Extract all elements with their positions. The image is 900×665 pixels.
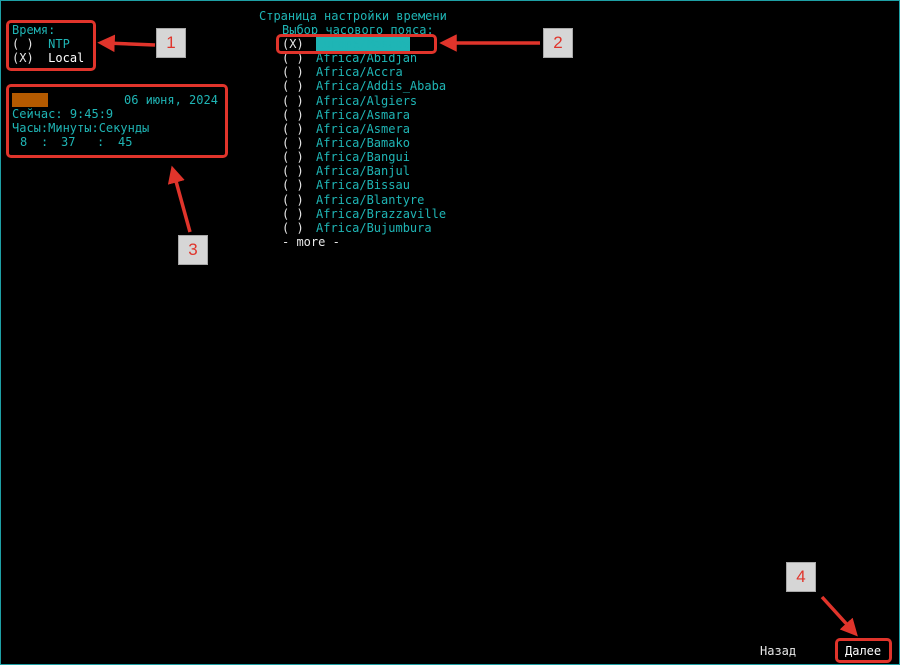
date-day-field[interactable] bbox=[12, 93, 48, 107]
timezone-radio[interactable]: ( ) bbox=[282, 164, 304, 179]
timezone-list: (X) Europe/Moscow ( ) Africa/Abidjan ( ) Af… bbox=[282, 37, 446, 249]
timezone-name: Africa/Bamako bbox=[316, 135, 410, 150]
timezone-item[interactable]: ( ) Africa/Brazzaville bbox=[282, 207, 446, 221]
local-radio[interactable]: (X) bbox=[12, 51, 34, 65]
callout-1: 1 bbox=[156, 28, 186, 58]
timezone-name: Africa/Bangui bbox=[316, 150, 410, 165]
timezone-radio[interactable]: ( ) bbox=[282, 79, 304, 94]
timezone-radio[interactable]: ( ) bbox=[282, 121, 304, 136]
timezone-name: Africa/Bissau bbox=[316, 178, 410, 193]
hms-label: Часы:Минуты:Секунды bbox=[12, 121, 150, 135]
timezone-radio[interactable]: ( ) bbox=[282, 51, 304, 66]
now-value: 9:45:9 bbox=[69, 107, 114, 121]
time-source-label: Время: bbox=[12, 23, 56, 37]
current-time-row: Сейчас: 9:45:9 bbox=[12, 107, 113, 121]
annotation-box-1 bbox=[6, 20, 96, 71]
callout-4: 4 bbox=[786, 562, 816, 592]
date-display: 06 июня, 2024 bbox=[124, 93, 218, 107]
annotation-box-2 bbox=[276, 34, 437, 54]
timezone-item[interactable]: ( ) Africa/Blantyre bbox=[282, 193, 446, 207]
timezone-item[interactable]: ( ) Africa/Bamako bbox=[282, 136, 446, 150]
arrow-1 bbox=[97, 34, 156, 53]
arrow-4 bbox=[820, 595, 858, 637]
timezone-name: Africa/Abidjan bbox=[316, 51, 418, 66]
timezone-name: Africa/Asmara bbox=[316, 107, 410, 122]
timezone-name: Africa/Addis_Ababa bbox=[316, 79, 447, 94]
timezone-item[interactable]: ( ) Africa/Bangui bbox=[282, 150, 446, 164]
local-label: Local bbox=[48, 51, 85, 65]
timezone-item[interactable]: ( ) Africa/Bissau bbox=[282, 178, 446, 192]
now-label: Сейчас: bbox=[12, 107, 63, 121]
ntp-radio[interactable]: ( ) bbox=[12, 37, 34, 51]
timezone-radio[interactable]: ( ) bbox=[282, 107, 304, 122]
next-button[interactable]: Далее bbox=[845, 644, 882, 658]
more-indicator[interactable]: - more - bbox=[282, 234, 340, 249]
seconds-field[interactable]: 45 bbox=[118, 135, 133, 149]
time-source-ntp[interactable]: ( ) NTP bbox=[12, 37, 70, 51]
time-separator: : bbox=[41, 135, 49, 149]
hours-field[interactable]: 8 bbox=[20, 135, 28, 149]
minutes-field[interactable]: 37 bbox=[61, 135, 76, 149]
page-title: Страница настройки времени bbox=[259, 9, 447, 23]
callout-2: 2 bbox=[543, 28, 573, 58]
timezone-item[interactable]: ( ) Africa/Addis_Ababa bbox=[282, 79, 446, 93]
ntp-label: NTP bbox=[48, 37, 70, 51]
timezone-item[interactable]: ( ) Africa/Algiers bbox=[282, 94, 446, 108]
timezone-radio[interactable]: ( ) bbox=[282, 135, 304, 150]
timezone-radio[interactable]: (X) bbox=[282, 37, 304, 51]
timezone-name: Africa/Banjul bbox=[316, 164, 410, 179]
annotation-box-3 bbox=[6, 84, 228, 158]
timezone-item[interactable]: ( ) Africa/Bujumbura bbox=[282, 221, 446, 235]
timezone-name: Africa/Brazzaville bbox=[316, 206, 447, 221]
timezone-name: Africa/Blantyre bbox=[316, 192, 425, 207]
arrow-3 bbox=[167, 165, 192, 233]
callout-3: 3 bbox=[178, 235, 208, 265]
timezone-radio[interactable]: ( ) bbox=[282, 220, 304, 235]
timezone-name: Africa/Bujumbura bbox=[316, 220, 432, 235]
timezone-name: Africa/Asmera bbox=[316, 121, 410, 136]
timezone-selected-item[interactable]: (X) Europe/Moscow bbox=[282, 37, 446, 52]
time-source-local[interactable]: (X) Local bbox=[12, 51, 84, 65]
timezone-radio[interactable]: ( ) bbox=[282, 65, 304, 80]
annotation-box-4 bbox=[835, 638, 892, 663]
timezone-item[interactable]: ( ) Africa/Accra bbox=[282, 65, 446, 79]
timezone-radio[interactable]: ( ) bbox=[282, 178, 304, 193]
timezone-radio[interactable]: ( ) bbox=[282, 192, 304, 207]
time-separator: : bbox=[97, 135, 105, 149]
back-button[interactable]: Назад bbox=[760, 644, 797, 658]
timezone-item[interactable]: ( ) Africa/Abidjan bbox=[282, 51, 446, 65]
timezone-item[interactable]: ( ) Africa/Asmara bbox=[282, 108, 446, 122]
timezone-item[interactable]: ( ) Africa/Banjul bbox=[282, 164, 446, 178]
timezone-name: Africa/Accra bbox=[316, 65, 403, 80]
timezone-radio[interactable]: ( ) bbox=[282, 150, 304, 165]
timezone-radio[interactable]: ( ) bbox=[282, 206, 304, 221]
timezone-name: Europe/Moscow bbox=[316, 37, 410, 52]
timezone-label: Выбор часового пояса: bbox=[282, 23, 434, 37]
timezone-name: Africa/Algiers bbox=[316, 93, 418, 108]
timezone-radio[interactable]: ( ) bbox=[282, 93, 304, 108]
timezone-item[interactable]: ( ) Africa/Asmera bbox=[282, 122, 446, 136]
